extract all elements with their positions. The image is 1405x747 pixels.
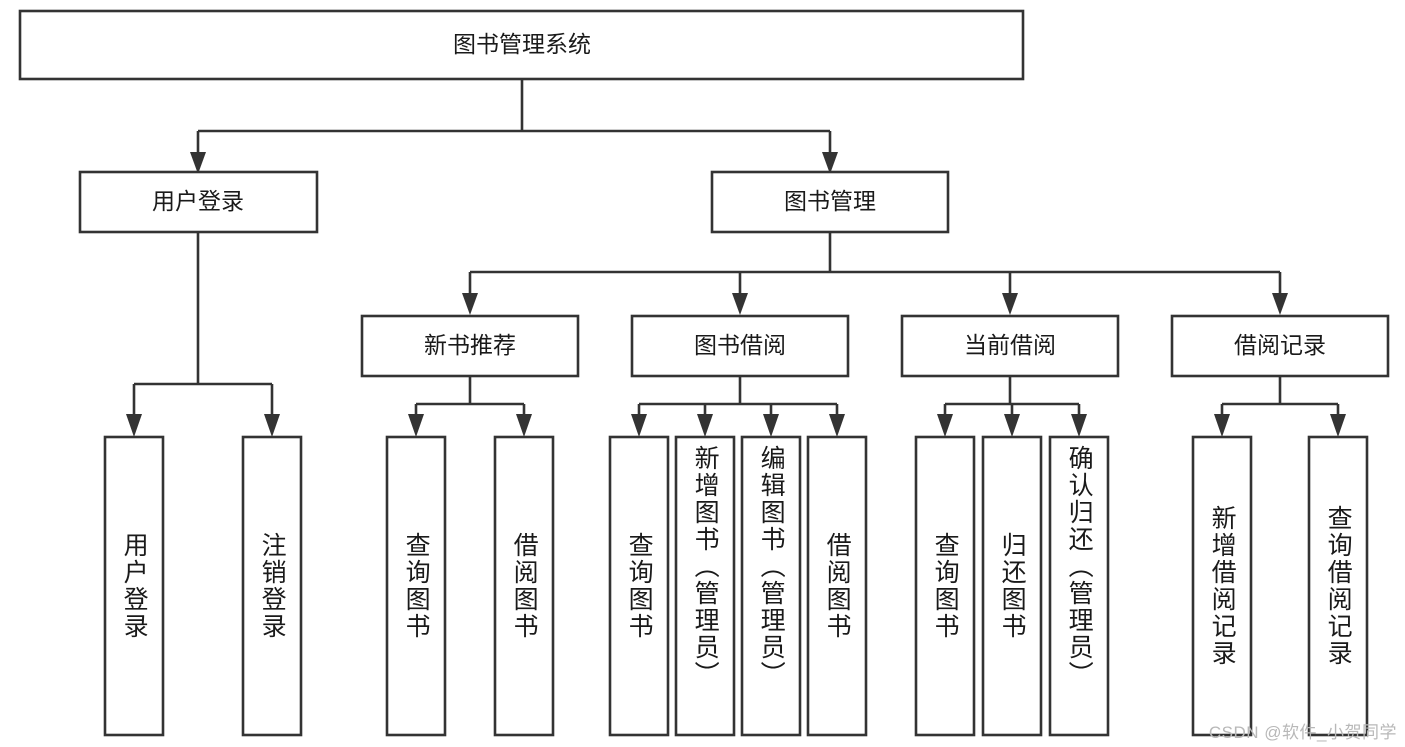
node-book-borrow[interactable]: 图书借阅 xyxy=(630,314,850,378)
watermark-text: CSDN @软件_小贺同学 xyxy=(1208,723,1397,742)
node-root-label: 图书管理系统 xyxy=(453,31,591,57)
node-book-manage[interactable]: 图书管理 xyxy=(710,170,950,234)
node-new-book-recommend-label: 新书推荐 xyxy=(424,332,516,358)
leaf-box-user-login[interactable] xyxy=(103,435,165,737)
leaf-box-borrow-book-2[interactable] xyxy=(806,435,868,737)
leaf-box-user-logout[interactable] xyxy=(241,435,303,737)
leaf-box-add-book[interactable] xyxy=(674,435,736,737)
leaf-box-query-book-2[interactable] xyxy=(608,435,670,737)
leaf-box-query-record[interactable] xyxy=(1307,435,1369,737)
node-new-book-recommend[interactable]: 新书推荐 xyxy=(360,314,580,378)
leaf-box-query-book-3[interactable] xyxy=(914,435,976,737)
node-user-login[interactable]: 用户登录 xyxy=(78,170,319,234)
node-book-manage-label: 图书管理 xyxy=(784,188,876,214)
leaf-box-edit-book[interactable] xyxy=(740,435,802,737)
node-user-login-label: 用户登录 xyxy=(152,188,244,214)
leaf-boxes xyxy=(103,435,1369,737)
arrow-heads xyxy=(126,152,1346,437)
node-current-borrow-label: 当前借阅 xyxy=(964,332,1056,358)
node-borrow-record[interactable]: 借阅记录 xyxy=(1170,314,1390,378)
node-borrow-record-label: 借阅记录 xyxy=(1234,332,1326,358)
leaf-box-add-record[interactable] xyxy=(1191,435,1253,737)
node-current-borrow[interactable]: 当前借阅 xyxy=(900,314,1120,378)
node-root[interactable]: 图书管理系统 xyxy=(18,9,1025,81)
leaf-box-confirm-return[interactable] xyxy=(1048,435,1110,737)
leaf-box-query-book-1[interactable] xyxy=(385,435,447,737)
connector-lines xyxy=(132,79,1340,414)
node-book-borrow-label: 图书借阅 xyxy=(694,332,786,358)
leaf-box-return-book[interactable] xyxy=(981,435,1043,737)
leaf-box-borrow-book-1[interactable] xyxy=(493,435,555,737)
